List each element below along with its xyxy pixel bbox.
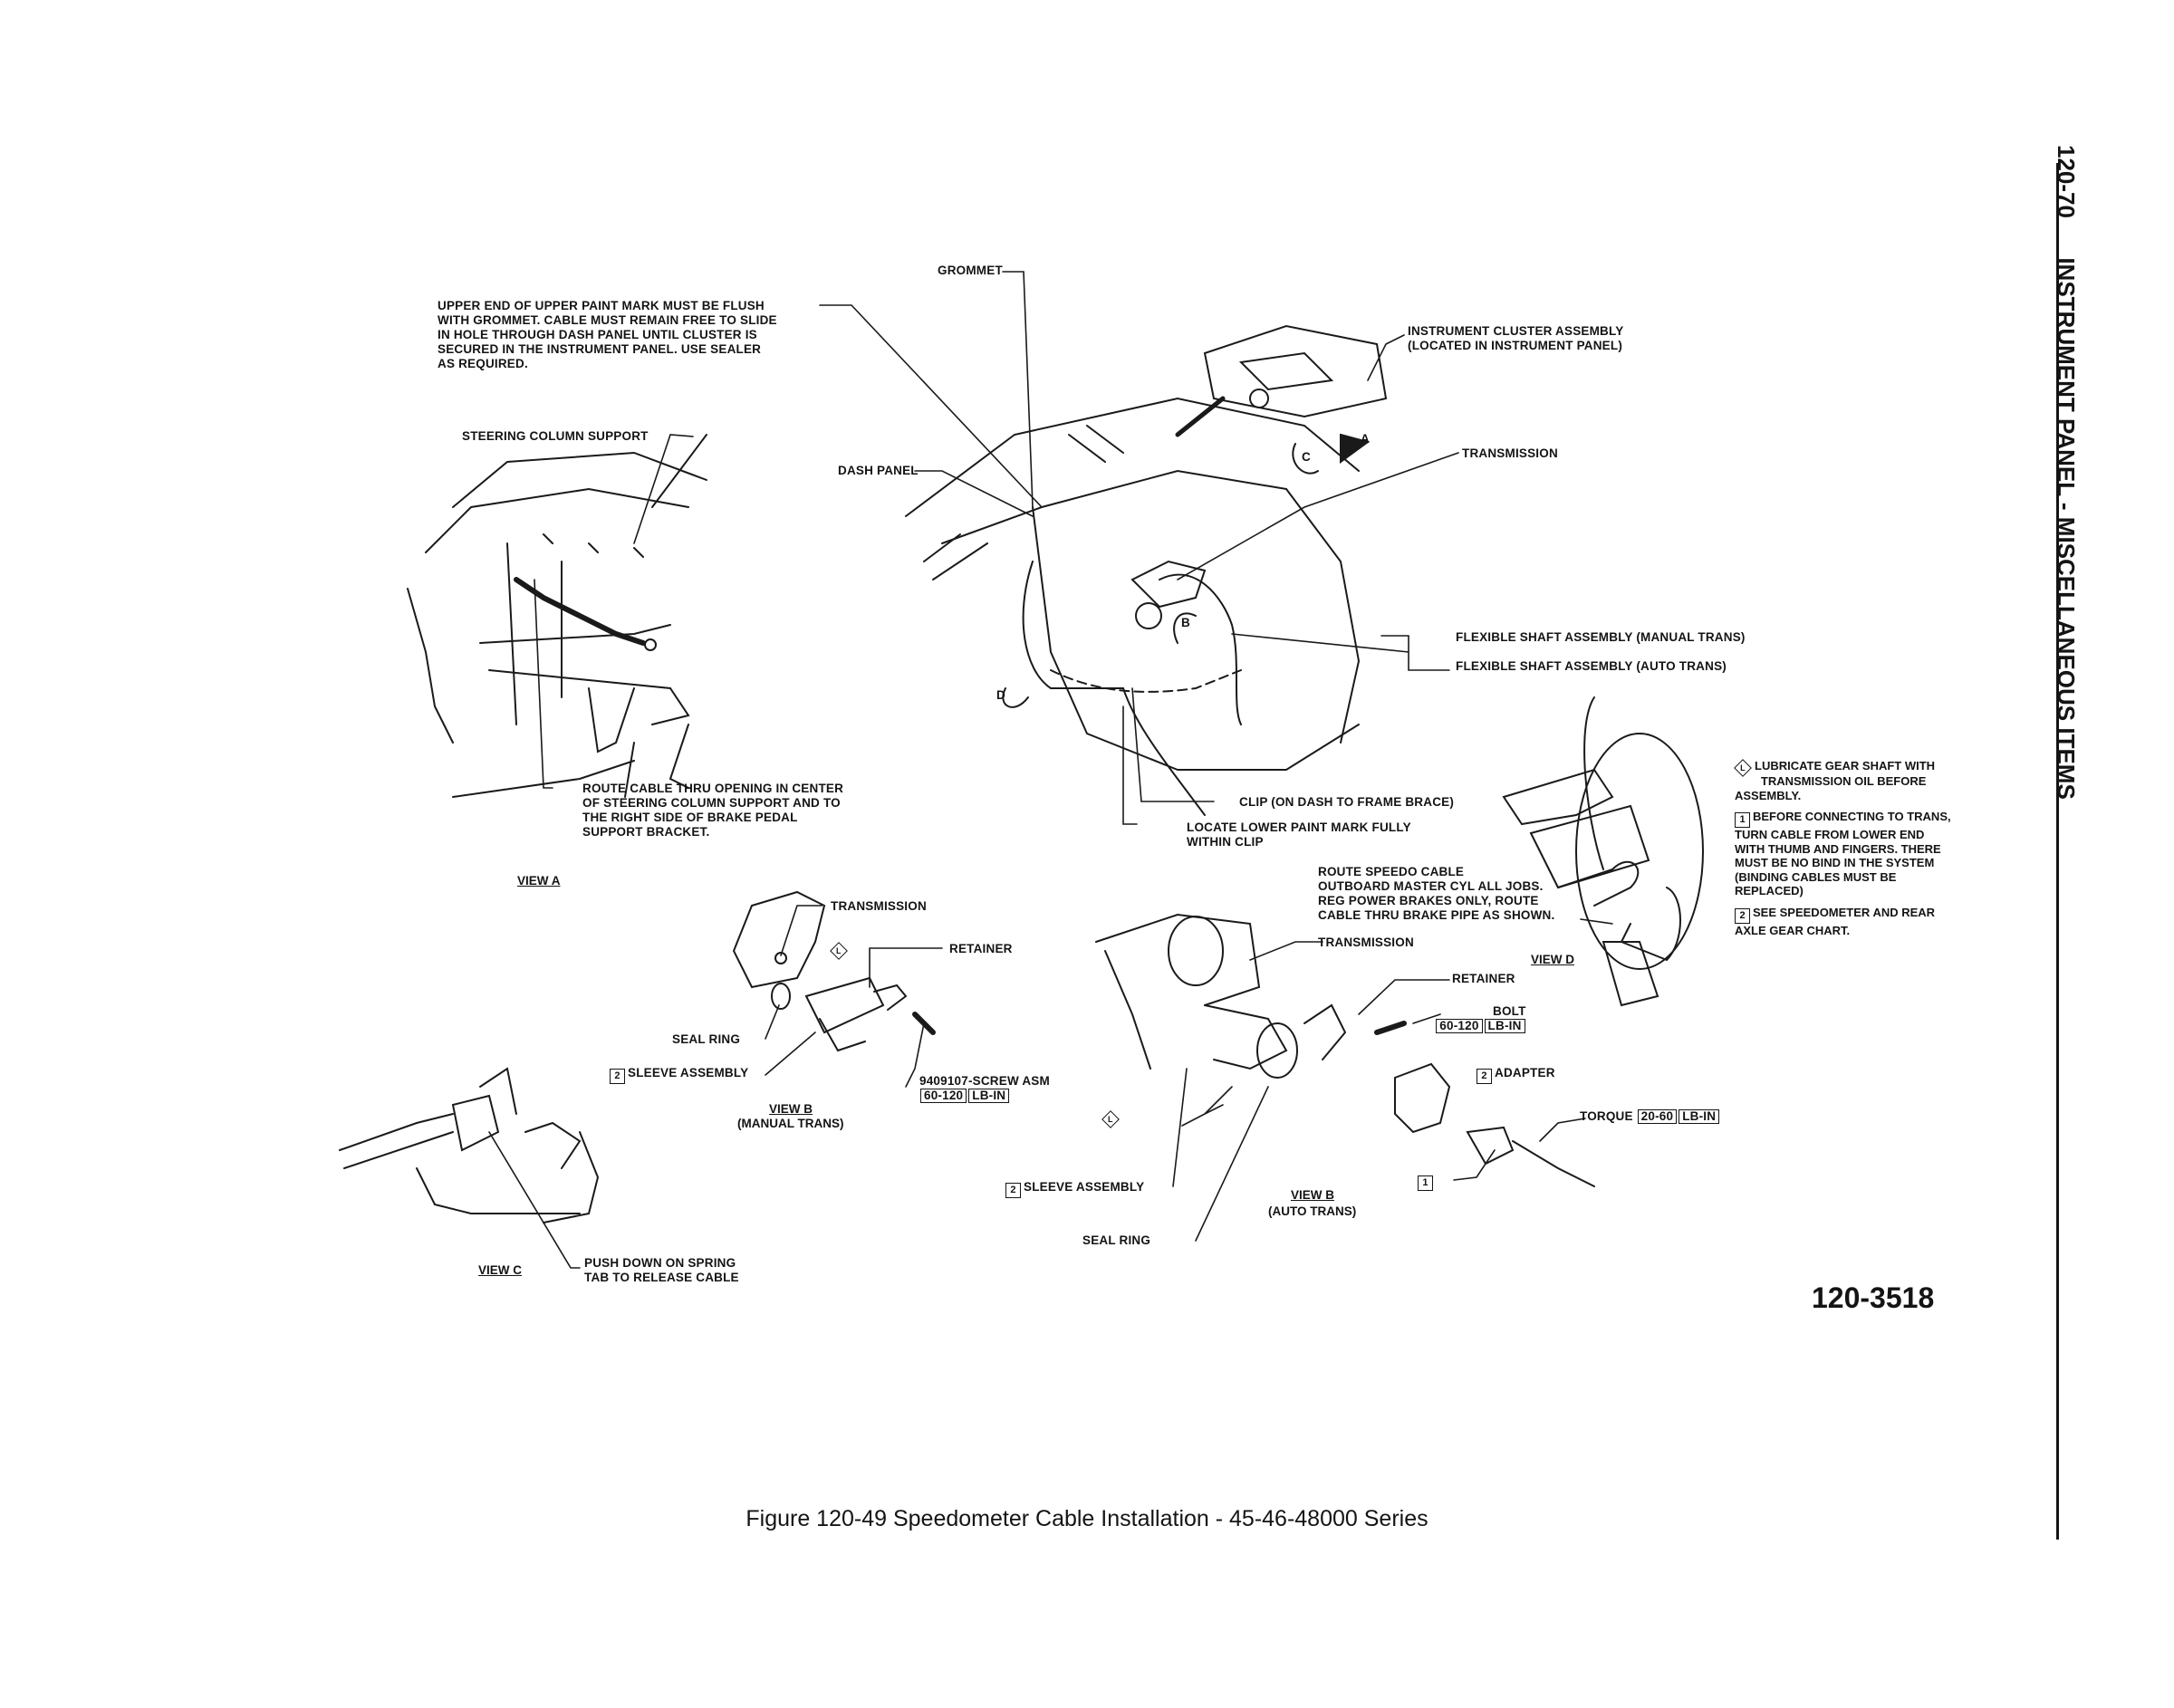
leader-lines (488, 271, 1613, 1269)
label-steering-column-support: STEERING COLUMN SUPPORT (462, 429, 649, 443)
view-a-title: VIEW A (517, 874, 561, 888)
label-push-down: PUSH DOWN ON SPRING TAB TO RELEASE CABLE (584, 1256, 739, 1284)
label-route-cable: ROUTE CABLE THRU OPENING IN CENTER OF ST… (582, 782, 844, 839)
label-retainer-b: RETAINER (949, 942, 1013, 955)
view-c-title: VIEW C (478, 1263, 523, 1277)
label-clip: CLIP (ON DASH TO FRAME BRACE) (1239, 795, 1455, 809)
lube-symbol-b: L (830, 942, 851, 960)
view-b-auto-drawing (1095, 913, 1595, 1187)
label-transmission-d: TRANSMISSION (1318, 936, 1414, 949)
view-b-auto-title: VIEW B (1291, 1188, 1335, 1202)
note-1-symbol: 1 (1418, 1173, 1436, 1191)
view-b-manual-subtitle: (MANUAL TRANS) (737, 1117, 844, 1130)
label-dash-panel: DASH PANEL (838, 464, 919, 477)
lube-symbol-d: L (1101, 1110, 1122, 1128)
note-2-symbol: 2 (610, 1069, 625, 1084)
label-grommet: GROMMET (938, 264, 1003, 277)
side-page-number: 120-70 (2053, 145, 2080, 218)
label-transmission-b: TRANSMISSION (831, 899, 927, 913)
view-d-title: VIEW D (1531, 953, 1575, 966)
label-seal-ring-b: SEAL RING (672, 1032, 741, 1046)
callout-arrows (1002, 433, 1371, 708)
label-flex-shaft-manual: FLEXIBLE SHAFT ASSEMBLY (MANUAL TRANS) (1456, 630, 1746, 644)
side-header: 120-70 INSTRUMENT PANEL - MISCELLANEOUS … (2052, 145, 2080, 800)
view-d-drawing (1502, 696, 1704, 1007)
main-assembly-drawing (905, 324, 1388, 816)
label-route-speedo: ROUTE SPEEDO CABLE OUTBOARD MASTER CYL A… (1318, 865, 1555, 922)
figure-caption: Figure 120-49 Speedometer Cable Installa… (746, 1506, 1428, 1531)
label-seal-ring-d: SEAL RING (1082, 1233, 1151, 1247)
callout-a: A (1361, 432, 1370, 446)
callout-b: B (1181, 616, 1190, 629)
view-a-drawing (407, 434, 707, 798)
label-transmission-top: TRANSMISSION (1462, 446, 1558, 460)
view-b-manual-title: VIEW B (769, 1102, 813, 1116)
label-locate-mark: LOCATE LOWER PAINT MARK FULLY WITHIN CLI… (1187, 820, 1411, 849)
label-retainer-d: RETAINER (1452, 972, 1515, 985)
label-instrument-cluster: INSTRUMENT CLUSTER ASSEMBLY (LOCATED IN … (1408, 324, 1624, 352)
label-upper-end: UPPER END OF UPPER PAINT MARK MUST BE FL… (438, 299, 777, 370)
label-flex-shaft-auto: FLEXIBLE SHAFT ASSEMBLY (AUTO TRANS) (1456, 659, 1727, 673)
callout-d: D (996, 688, 1005, 702)
figure-number: 120-3518 (1812, 1281, 1935, 1314)
view-b-auto-subtitle: (AUTO TRANS) (1268, 1204, 1357, 1218)
view-b-manual-drawing (732, 890, 936, 1052)
callout-c: C (1302, 450, 1311, 464)
view-c-drawing (339, 1067, 600, 1223)
side-section-title: INSTRUMENT PANEL - MISCELLANEOUS ITEMS (2053, 257, 2080, 800)
sidebar-rule (2056, 163, 2059, 1540)
